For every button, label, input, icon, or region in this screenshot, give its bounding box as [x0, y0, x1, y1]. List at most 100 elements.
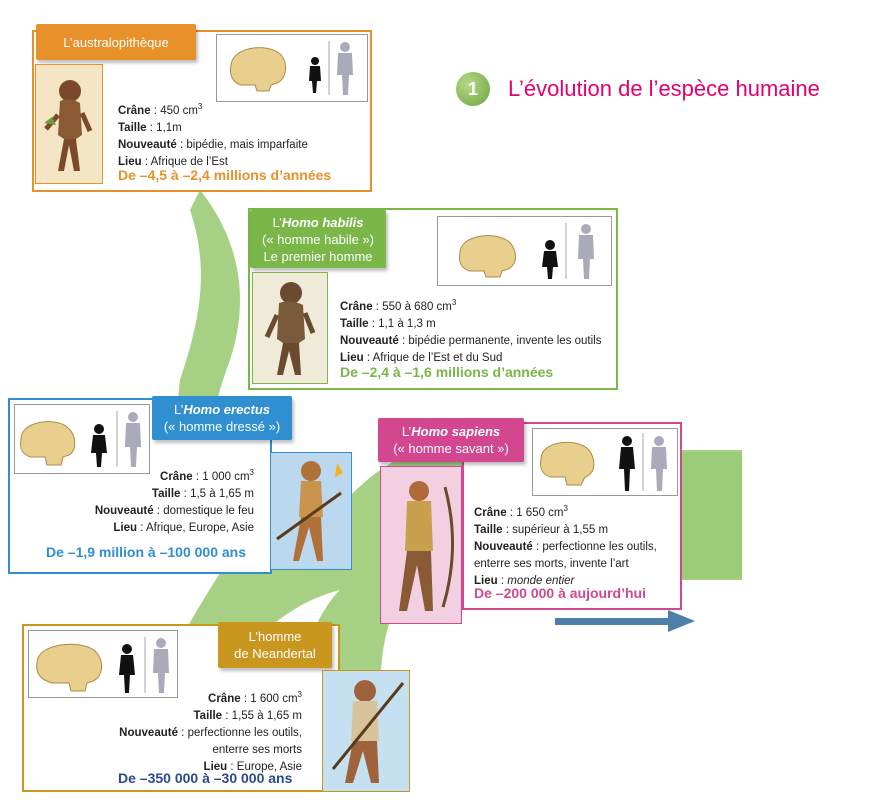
skull-silhouette-habilis [437, 216, 612, 286]
section-number-badge: 1 [456, 72, 490, 106]
value-nouveaute: perfectionne les outils, [542, 540, 657, 553]
value-nouveaute-cont: enterre ses morts, invente l’art [474, 557, 629, 570]
value-crane: 450 cm [160, 104, 198, 117]
modern-human-silhouette-icon [337, 42, 353, 95]
species-tag-erectus: L’Homo erectus (« homme dressé ») [152, 396, 292, 440]
skull-silhouette-neandertal [28, 630, 178, 698]
unit-sup: 3 [451, 298, 457, 307]
value-taille: 1,5 à 1,65 m [190, 487, 254, 500]
species-tag-neandertal: L’homme de Neandertal [218, 622, 332, 668]
skull-silhouette-sapiens [532, 428, 678, 496]
human-silhouette-icon [119, 644, 135, 693]
label-nouveaute: Nouveauté [118, 138, 177, 151]
illustration-sapiens [380, 466, 462, 624]
skull-icon [36, 643, 102, 692]
illustration-australopitheque [35, 64, 103, 184]
human-silhouette-icon [619, 436, 635, 491]
illustration-erectus [270, 452, 352, 570]
label-nouveaute: Nouveauté [474, 540, 533, 553]
australopitheque-figure [44, 80, 93, 171]
label-crane: Crâne [474, 506, 507, 519]
value-taille: supérieur à 1,55 m [512, 523, 609, 536]
label-taille: Taille [118, 121, 147, 134]
tag-name-line1: L’homme [248, 629, 302, 644]
date-range-australopitheque: De –4,5 à –2,4 millions d’années [118, 167, 332, 183]
date-range-erectus: De –1,9 million à –100 000 ans [46, 544, 247, 560]
habilis-figure [264, 282, 316, 375]
value-crane: 1 600 cm [250, 692, 298, 705]
tag-prefix: L’ [272, 215, 282, 230]
label-taille: Taille [151, 487, 181, 500]
date-range-neandertal: De –350 000 à –30 000 ans [118, 770, 293, 786]
label-lieu: Lieu [474, 574, 498, 587]
illustration-habilis [252, 272, 328, 384]
value-nouveaute: domestique le feu [163, 504, 254, 517]
skull-icon [230, 47, 286, 92]
label-crane: Crâne [160, 470, 193, 483]
label-lieu: Lieu [118, 155, 142, 168]
label-nouveaute: Nouveauté [94, 504, 154, 517]
label-taille: Taille [340, 317, 369, 330]
modern-human-silhouette-icon [125, 412, 141, 467]
label-taille: Taille [193, 709, 223, 722]
label-nouveaute: Nouveauté [119, 726, 178, 739]
timeline-arrow [555, 610, 695, 632]
unit-sup: 3 [197, 102, 203, 111]
value-nouveaute: perfectionne les outils, [187, 726, 302, 739]
value-lieu: Afrique, Europe, Asie [145, 521, 254, 534]
species-name: L’australopithèque [63, 35, 169, 50]
tag-common-name: (« homme habile ») [262, 232, 374, 247]
value-lieu: Afrique de l’Est et du Sud [372, 351, 503, 364]
value-taille: 1,55 à 1,65 m [231, 709, 302, 722]
tag-name-line2: de Neandertal [234, 646, 316, 661]
facts-sapiens: Crâne : 1 650 cm3 Taille : supérieur à 1… [474, 504, 657, 587]
value-taille: 1,1m [156, 121, 182, 134]
facts-australopitheque: Crâne : 450 cm3 Taille : 1,1m Nouveauté … [118, 102, 308, 168]
skull-icon [20, 421, 76, 466]
skull-icon [540, 441, 595, 486]
facts-habilis: Crâne : 550 à 680 cm3 Taille : 1,1 à 1,3… [340, 298, 602, 364]
tag-prefix: L’ [401, 424, 412, 439]
illustration-neandertal [322, 670, 410, 792]
tag-common-name: (« homme dressé ») [163, 419, 281, 434]
value-taille: 1,1 à 1,3 m [378, 317, 436, 330]
value-nouveaute: bipédie, mais imparfaite [186, 138, 308, 151]
skull-silhouette-australopitheque [216, 34, 368, 102]
human-silhouette-icon [542, 240, 558, 279]
tag-prefix: L’ [173, 402, 184, 417]
date-range-habilis: De –2,4 à –1,6 millions d’années [340, 364, 554, 380]
value-lieu: Afrique de l’Est [150, 155, 228, 168]
value-crane: 1 000 cm [202, 470, 250, 483]
label-lieu: Lieu [113, 521, 137, 534]
label-nouveaute: Nouveauté [340, 334, 399, 347]
unit-sup: 3 [297, 690, 302, 699]
human-silhouette-icon [309, 57, 321, 93]
sapiens-figure [399, 481, 454, 611]
value-lieu: Europe, Asie [236, 760, 302, 773]
species-tag-sapiens: L’Homo sapiens (« homme savant ») [378, 418, 524, 462]
value-lieu: monde entier [507, 574, 575, 587]
unit-sup: 3 [249, 468, 254, 477]
facts-erectus: Crâne : 1 000 cm3 Taille : 1,5 à 1,65 m … [94, 468, 254, 534]
label-crane: Crâne [208, 692, 241, 705]
label-crane: Crâne [118, 104, 151, 117]
tag-latin-name: Homo habilis [281, 215, 364, 230]
tag-latin-name: Homo sapiens [411, 424, 501, 439]
value-nouveaute: bipédie permanente, invente les outils [408, 334, 602, 347]
date-range-sapiens: De –200 000 à aujourd’hui [474, 585, 646, 601]
skull-silhouette-erectus [14, 404, 150, 474]
skull-icon [459, 235, 516, 278]
label-crane: Crâne [340, 300, 373, 313]
value-crane: 1 650 cm [516, 506, 564, 519]
value-nouveaute-cont: enterre ses morts [212, 743, 302, 756]
value-crane: 550 à 680 cm [382, 300, 452, 313]
unit-sup: 3 [563, 504, 568, 513]
modern-human-silhouette-icon [651, 436, 667, 491]
label-lieu: Lieu [203, 760, 228, 773]
page-title: L’évolution de l’espèce humaine [508, 76, 820, 101]
label-taille: Taille [474, 523, 503, 536]
tag-common-name: (« homme savant ») [393, 441, 509, 456]
erectus-figure [276, 461, 343, 561]
modern-human-silhouette-icon [153, 638, 169, 693]
human-silhouette-icon [91, 424, 107, 467]
